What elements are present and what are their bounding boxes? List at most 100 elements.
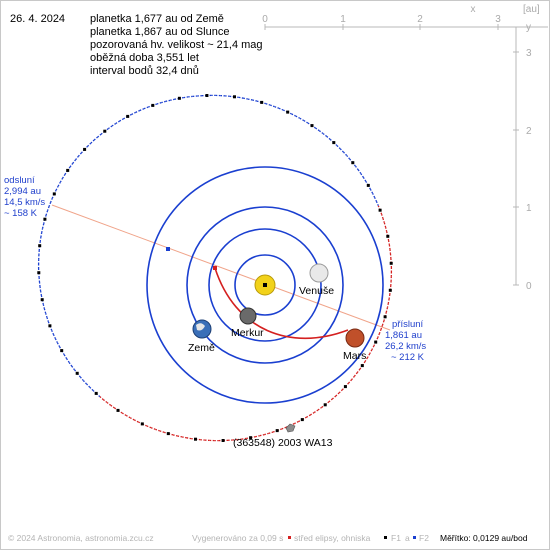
asteroid-orbit-segment [42, 228, 43, 232]
footer-scale: Měřítko: 0,0129 au/bod [440, 533, 528, 543]
asteroid-orbit-segment [166, 100, 171, 101]
asteroid-orbit-segment [358, 170, 361, 174]
asteroid-orbit-segment [40, 287, 41, 292]
info-block: planetka 1,677 au od Země planetka 1,867… [90, 13, 263, 77]
mercury: Merkur [231, 308, 264, 339]
asteroid-orbit-segment [173, 435, 178, 436]
asteroid-orbit-segment [337, 146, 340, 149]
asteroid-orbit-segment [300, 118, 304, 120]
asteroid-orbit-segment [347, 156, 350, 160]
asteroid-orbit-segment [140, 109, 144, 111]
orbit-point-marker [260, 101, 263, 104]
asteroid-orbit-segment [170, 99, 174, 100]
asteroid-orbit-segment [46, 211, 47, 215]
venus: Venuše [299, 264, 334, 297]
asteroid-orbit-segment [378, 334, 380, 338]
asteroid-orbit-segment [373, 193, 375, 197]
y-tick-label: 2 [526, 126, 532, 137]
info-period: oběžná doba 3,551 let [90, 52, 199, 64]
asteroid-orbit-segment [307, 415, 311, 417]
mercury-disk [240, 308, 256, 324]
asteroid-orbit-segment [389, 241, 390, 246]
asteroid-orbit-segment [43, 304, 44, 308]
asteroid-orbit-segment [132, 112, 136, 114]
orbit-point-marker [233, 95, 236, 98]
asteroid-orbit-segment [370, 189, 372, 193]
asteroid-orbit-segment [116, 121, 120, 123]
asteroid-orbit-segment [239, 97, 244, 98]
orbit-point-marker [386, 235, 389, 238]
asteroid-orbit-segment [390, 250, 391, 255]
earth: Země [188, 320, 215, 354]
asteroid-orbit-segment [370, 350, 372, 354]
asteroid-orbit-segment [248, 99, 253, 100]
asteroid-orbit-segment [98, 134, 102, 137]
orbit-point-marker [41, 298, 44, 301]
orbit-point-marker [222, 439, 225, 442]
mars: Mars [343, 329, 366, 362]
asteroid-orbit-segment [310, 413, 314, 415]
perihelion-title: přísluní [392, 319, 424, 330]
asteroid-orbit-segment [70, 163, 73, 167]
orbit-point-marker [76, 372, 79, 375]
asteroid-label: (363548) 2003 WA13 [233, 437, 333, 449]
asteroid-orbit-segment [187, 438, 192, 439]
asteroid-orbit-segment [384, 223, 385, 227]
asteroid-orbit-segment [147, 426, 151, 428]
mars-label: Mars [343, 350, 366, 362]
info-distance-earth: planetka 1,677 au od Země [90, 13, 224, 25]
asteroid-orbit-segment [253, 100, 258, 101]
apsidal-line [52, 205, 390, 330]
asteroid-orbit-segment [91, 140, 94, 143]
asteroid-orbit-segment [182, 437, 187, 438]
orbit-point-marker [48, 324, 51, 327]
asteroid-orbit-segment [275, 107, 279, 109]
asteroid-orbit-segment [314, 410, 318, 413]
asteroid-orbit-segment [112, 124, 116, 127]
orbit-point-marker [276, 429, 279, 432]
asteroid-orbit-segment [69, 362, 72, 366]
asteroid-orbit-segment [188, 96, 193, 97]
focus-f1-marker [263, 283, 267, 287]
venus-disk [310, 264, 328, 282]
aphelion-speed: 14,5 km/s [4, 197, 45, 208]
ellipse-center-marker [213, 266, 217, 270]
asteroid-orbit-segment [120, 119, 124, 121]
orbit-point-marker [361, 364, 364, 367]
asteroid-orbit-segment [319, 131, 323, 134]
asteroid-orbit-segment [48, 207, 50, 211]
orbit-point-marker [344, 385, 347, 388]
f1-legend-marker [384, 536, 387, 539]
orbit-point-marker [367, 184, 370, 187]
asteroid-orbit-segment [41, 233, 42, 237]
aphelion-temperature: ~ 158 K [4, 208, 38, 219]
asteroid-orbit-segment [122, 413, 126, 415]
x-tick-label: 0 [262, 14, 268, 25]
orbit-point-marker [301, 418, 304, 421]
venus-label: Venuše [299, 285, 334, 297]
orbit-point-marker [379, 209, 382, 212]
asteroid-orbit-segment [73, 160, 76, 164]
orbit-point-marker [126, 115, 129, 118]
asteroid-orbit-segment [184, 97, 189, 98]
perihelion-info: přísluní 1,861 au 26,2 km/s ~ 212 K [385, 319, 426, 363]
asteroid-orbit-segment [107, 402, 111, 405]
asteroid-orbit-segment [270, 105, 274, 107]
asteroid-orbit-segment [339, 390, 342, 393]
orbit-point-marker [117, 409, 120, 412]
orbit-point-marker [351, 161, 354, 164]
asteroid-orbit-segment [386, 227, 387, 231]
aphelion-info: odsluní 2,994 au 14,5 km/s ~ 158 K [4, 175, 45, 219]
footer-a-label: a [405, 533, 410, 543]
asteroid-orbit-segment [340, 149, 343, 152]
asteroid-orbit-segment [336, 393, 339, 396]
asteroid-orbit-segment [100, 397, 104, 400]
orbit-point-marker [60, 349, 63, 352]
asteroid-orbit-segment [88, 143, 91, 146]
axis-unit-label: [au] [523, 4, 540, 15]
asteroid-orbit-segment [344, 152, 347, 155]
asteroid-orbit-segment [44, 309, 45, 313]
date-label: 26. 4. 2024 [10, 13, 65, 25]
asteroid: (363548) 2003 WA13 [233, 424, 333, 449]
